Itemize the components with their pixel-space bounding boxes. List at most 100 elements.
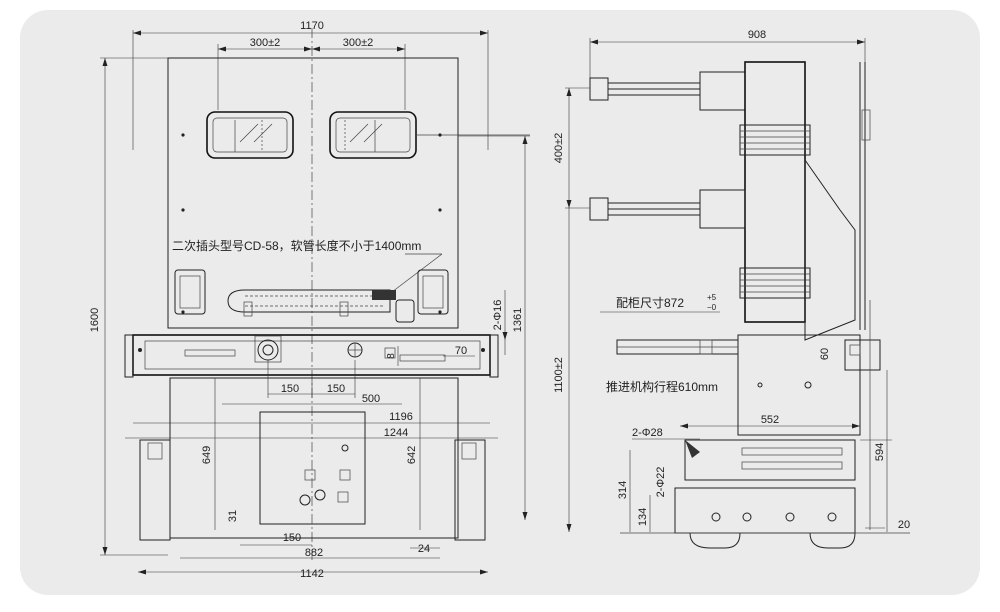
plug-block-right — [417, 269, 449, 315]
panel-knob — [314, 489, 326, 501]
mount-hole — [181, 310, 185, 314]
dim-1361: 1361 — [512, 308, 524, 332]
wheel-hub — [461, 442, 477, 460]
dim-882: 882 — [305, 547, 323, 559]
chain-clip — [243, 301, 253, 317]
dim-24: 24 — [418, 543, 430, 555]
dim-1100: 1100±2 — [553, 357, 565, 393]
dim-phi28: 2-Φ28 — [632, 427, 663, 439]
arrow — [304, 46, 312, 52]
arrow — [566, 524, 572, 532]
fit-tol-plus: +5 — [707, 293, 717, 302]
plug-socket — [395, 299, 415, 323]
dim-31: 31 — [227, 510, 239, 522]
fit-label: 配柜尺寸872 — [616, 296, 684, 310]
arrow — [312, 46, 320, 52]
dim-649: 649 — [201, 446, 213, 464]
mount-hole — [438, 208, 442, 212]
dim-150-right: 150 — [327, 383, 345, 395]
cable-chain-links — [245, 295, 385, 307]
truck-frame-inner — [144, 340, 481, 370]
frame-end-left — [124, 334, 134, 378]
rod-collar — [699, 339, 713, 355]
arrow — [102, 547, 108, 555]
side-view: 908 400±2 — [553, 29, 910, 549]
glare-line — [253, 123, 273, 143]
chain-clip — [339, 301, 349, 317]
arrow — [857, 39, 865, 45]
dim-642: 642 — [406, 446, 418, 464]
mount-hole — [438, 310, 442, 314]
operating-shaft-inner — [262, 344, 274, 356]
arrow — [522, 136, 528, 144]
glare-line — [349, 123, 369, 143]
arrow — [480, 30, 488, 36]
glare-line — [239, 123, 259, 143]
mechanism-cover — [804, 158, 856, 341]
wheel-axle — [742, 512, 752, 522]
plug-block-right-inner — [422, 275, 444, 309]
dim-1600: 1600 — [89, 308, 101, 332]
truck-bolt — [804, 381, 812, 389]
dim-70: 70 — [455, 345, 467, 357]
control-panel — [259, 411, 366, 525]
mount-hole — [181, 133, 185, 137]
wheel-right — [809, 532, 856, 549]
panel-button — [337, 491, 349, 503]
dim-314: 314 — [617, 481, 629, 499]
lower-arm-housing — [699, 189, 746, 229]
dim-134: 134 — [637, 508, 649, 526]
dim-1142: 1142 — [300, 568, 324, 580]
base-plate — [684, 439, 856, 481]
panel-knob — [299, 494, 311, 506]
dim-phi22: 2-Φ22 — [655, 467, 667, 498]
dim-300-right: 300±2 — [343, 37, 374, 49]
arrow — [218, 46, 226, 52]
arrow — [566, 200, 572, 208]
wheel-axle — [827, 512, 837, 522]
panel-indicator — [341, 444, 349, 452]
wheel-right — [454, 439, 486, 541]
panel-button — [339, 469, 351, 481]
insulator-sheds-upper — [739, 124, 811, 156]
arrow — [852, 423, 860, 429]
window-inner-left — [212, 117, 288, 153]
dim-20: 20 — [898, 519, 910, 531]
insulator-sheds-lower — [739, 267, 811, 299]
rear-bracket — [861, 109, 871, 141]
latch-bar — [399, 354, 446, 362]
wheel-axle — [785, 512, 795, 522]
arrow — [133, 30, 141, 36]
arrow — [480, 569, 488, 575]
arrow — [522, 512, 528, 520]
panel-button — [304, 469, 316, 481]
arrow — [502, 332, 508, 340]
secondary-plug — [372, 290, 396, 300]
dim-phi16: 2-Φ16 — [492, 300, 504, 331]
fit-tol-minus: −0 — [707, 303, 717, 312]
latch — [384, 347, 396, 359]
arrow — [102, 58, 108, 66]
travel-label: 推进机构行程610mm — [606, 379, 718, 394]
arrow — [138, 569, 146, 575]
frame-bolt — [138, 348, 142, 352]
secondary-plug-note: 二次插头型号CD-58，软管长度不小于1400mm — [172, 238, 421, 253]
arrow — [566, 88, 572, 96]
plug-block-left-inner — [179, 275, 201, 309]
arrow — [590, 39, 598, 45]
dim-594: 594 — [874, 443, 886, 461]
mount-hole — [181, 208, 185, 212]
slot — [184, 349, 236, 357]
dim-908: 908 — [748, 29, 766, 41]
truck-bolt — [757, 382, 763, 388]
base-hook — [685, 440, 700, 458]
base-slot — [741, 461, 843, 470]
frame-end-right — [489, 334, 499, 378]
front-view: 1170 300±2 300±2 二次 — [89, 20, 530, 580]
mount-hole — [438, 133, 442, 137]
dim-1244: 1244 — [384, 427, 408, 439]
plug-block-left — [174, 269, 206, 315]
dim-150-bottom: 150 — [283, 532, 301, 544]
wheel-left — [689, 532, 741, 549]
